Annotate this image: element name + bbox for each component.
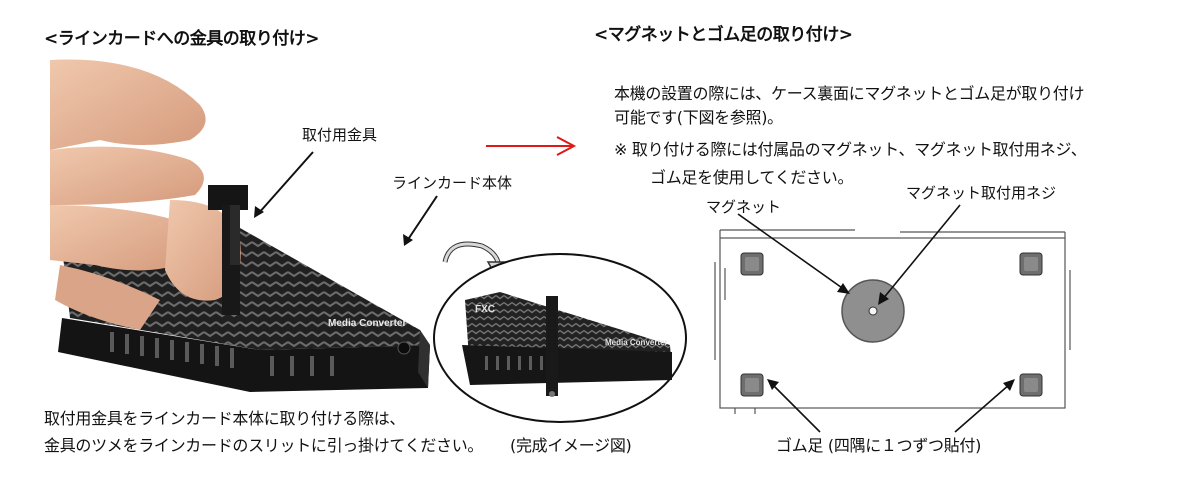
body-callout-label: ラインカード本体 (392, 174, 513, 192)
body-callout-line (406, 195, 438, 242)
screw-callout-line (881, 204, 961, 301)
red-right-arrow-icon (486, 136, 577, 156)
bracket-arrowhead (254, 206, 264, 218)
note-line-1: ※ 取り付ける際には付属品のマグネット、マグネット取付用ネジ、 (614, 140, 1087, 159)
line-card-front (58, 318, 430, 392)
inset-logo: FXC (475, 304, 495, 315)
feet-callout-line-right (954, 383, 1011, 433)
mounting-bracket (208, 185, 248, 315)
photo-device-label: Media Converter (328, 318, 406, 329)
note-line-2: ゴム足を使用してください。 (650, 168, 854, 187)
intro-line-1: 本機の設置の際には、ケース裏面にマグネットとゴム足が取り付け (614, 84, 1085, 103)
magnet-callout-line (737, 213, 846, 291)
rubber-foot-top-left (740, 252, 764, 276)
feet-arrowhead-left (767, 379, 779, 390)
completed-image-inset: FXC Media Converter (433, 253, 687, 423)
magnet-arrowhead (837, 283, 850, 294)
magnet-callout-label: マグネット (706, 198, 782, 216)
inset-device-label: Media Converter (605, 338, 668, 347)
bracket-callout-line (257, 151, 314, 215)
magnet-screw (868, 306, 878, 316)
hand-illustration (50, 59, 241, 330)
feet-callout-label: ゴム足 (四隅に１つずつ貼付) (776, 436, 982, 455)
rubber-foot-bottom-left (740, 373, 764, 397)
right-section-heading: <マグネットとゴム足の取り付け> (594, 25, 853, 45)
complete-image-label: (完成イメージ図) (510, 436, 632, 455)
rubber-foot-bottom-right (1019, 373, 1043, 397)
body-arrowhead (403, 234, 413, 246)
screw-arrowhead (878, 292, 889, 305)
bracket-callout-label: 取付用金具 (302, 126, 378, 144)
rubber-foot-top-right (1019, 252, 1043, 276)
intro-line-2: 可能です(下図を参照)。 (614, 108, 783, 127)
front-vents (110, 332, 334, 376)
line-card-side (418, 330, 430, 388)
screw-callout-label: マグネット取付用ネジ (906, 184, 1057, 202)
caption-line-2: 金具のツメをラインカードのスリットに引っ掛けてください。 (44, 436, 484, 455)
feet-callout-line-left (771, 383, 821, 433)
line-card-photo: Media Converter (50, 59, 430, 392)
feet-arrowhead-right (1003, 379, 1015, 391)
caption-line-1: 取付用金具をラインカード本体に取り付ける際は、 (44, 409, 406, 428)
left-section-heading: <ラインカードへの金具の取り付け> (44, 29, 320, 49)
